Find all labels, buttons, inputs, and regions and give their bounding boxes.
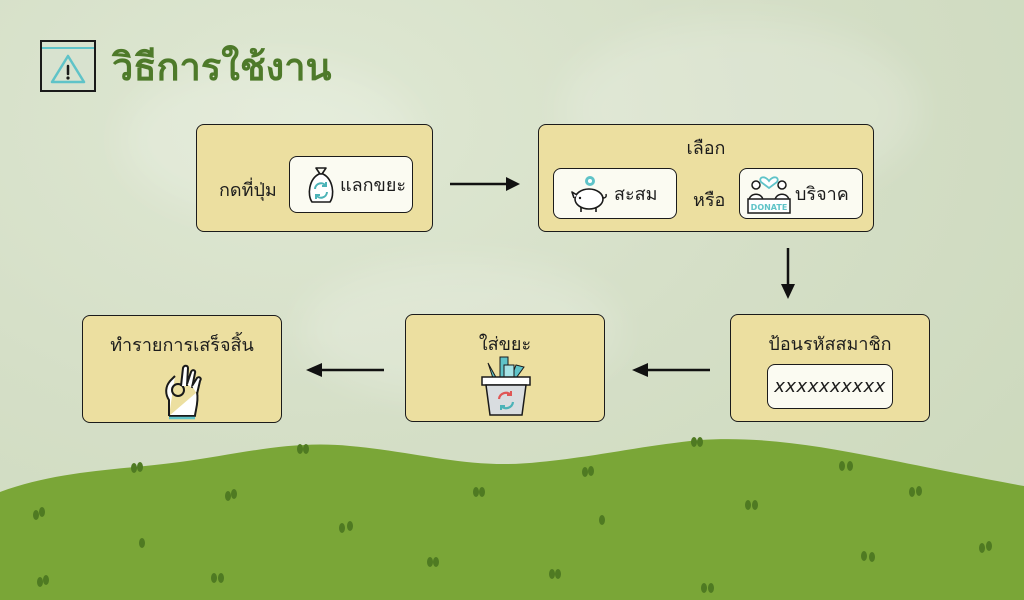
step-done-title: ทำรายการเสร็จสิ้น <box>110 335 254 356</box>
piggy-bank-icon <box>571 175 607 212</box>
arrow-right <box>450 177 520 191</box>
page-header: วิธีการใช้งาน <box>40 38 332 94</box>
step-member-box: ป้อนรหัสสมาชิก xxxxxxxxxx <box>730 314 930 422</box>
step-choose-box: เลือก สะสม หรือ DONATE บริจาค <box>538 124 874 232</box>
step-insert-title: ใส่ขยะ <box>478 334 532 355</box>
save-option-label: สะสม <box>614 184 658 205</box>
exchange-trash-button-label: แลกขยะ <box>340 175 407 196</box>
member-code-input[interactable]: xxxxxxxxxx <box>767 364 893 409</box>
trash-bag-icon <box>308 166 334 203</box>
warning-icon <box>40 40 96 92</box>
step-insert-box: ใส่ขยะ <box>405 314 605 422</box>
donate-option-label: บริจาค <box>795 184 849 205</box>
arrow-down <box>781 248 795 299</box>
step-done-box: ทำรายการเสร็จสิ้น <box>82 315 282 423</box>
arrow-left <box>306 363 384 377</box>
or-label: หรือ <box>693 190 726 211</box>
donate-icon: DONATE <box>747 175 791 214</box>
member-code-value: xxxxxxxxxx <box>774 376 886 397</box>
page-title: วิธีการใช้งาน <box>112 44 332 89</box>
save-option-button[interactable]: สะสม <box>553 168 677 219</box>
arrow-left <box>632 363 710 377</box>
donate-option-button[interactable]: DONATE บริจาค <box>739 168 863 219</box>
step-press-button-box: กดที่ปุ่ม แลกขยะ <box>196 124 433 232</box>
recycle-bin-icon <box>481 356 531 416</box>
step-member-title: ป้อนรหัสสมาชิก <box>768 334 892 355</box>
ok-hand-icon <box>165 364 202 420</box>
exchange-trash-button[interactable]: แลกขยะ <box>289 156 413 213</box>
step-choose-title: เลือก <box>686 138 726 159</box>
step-press-label: กดที่ปุ่ม <box>219 180 277 201</box>
donate-badge-text: DONATE <box>751 203 788 212</box>
